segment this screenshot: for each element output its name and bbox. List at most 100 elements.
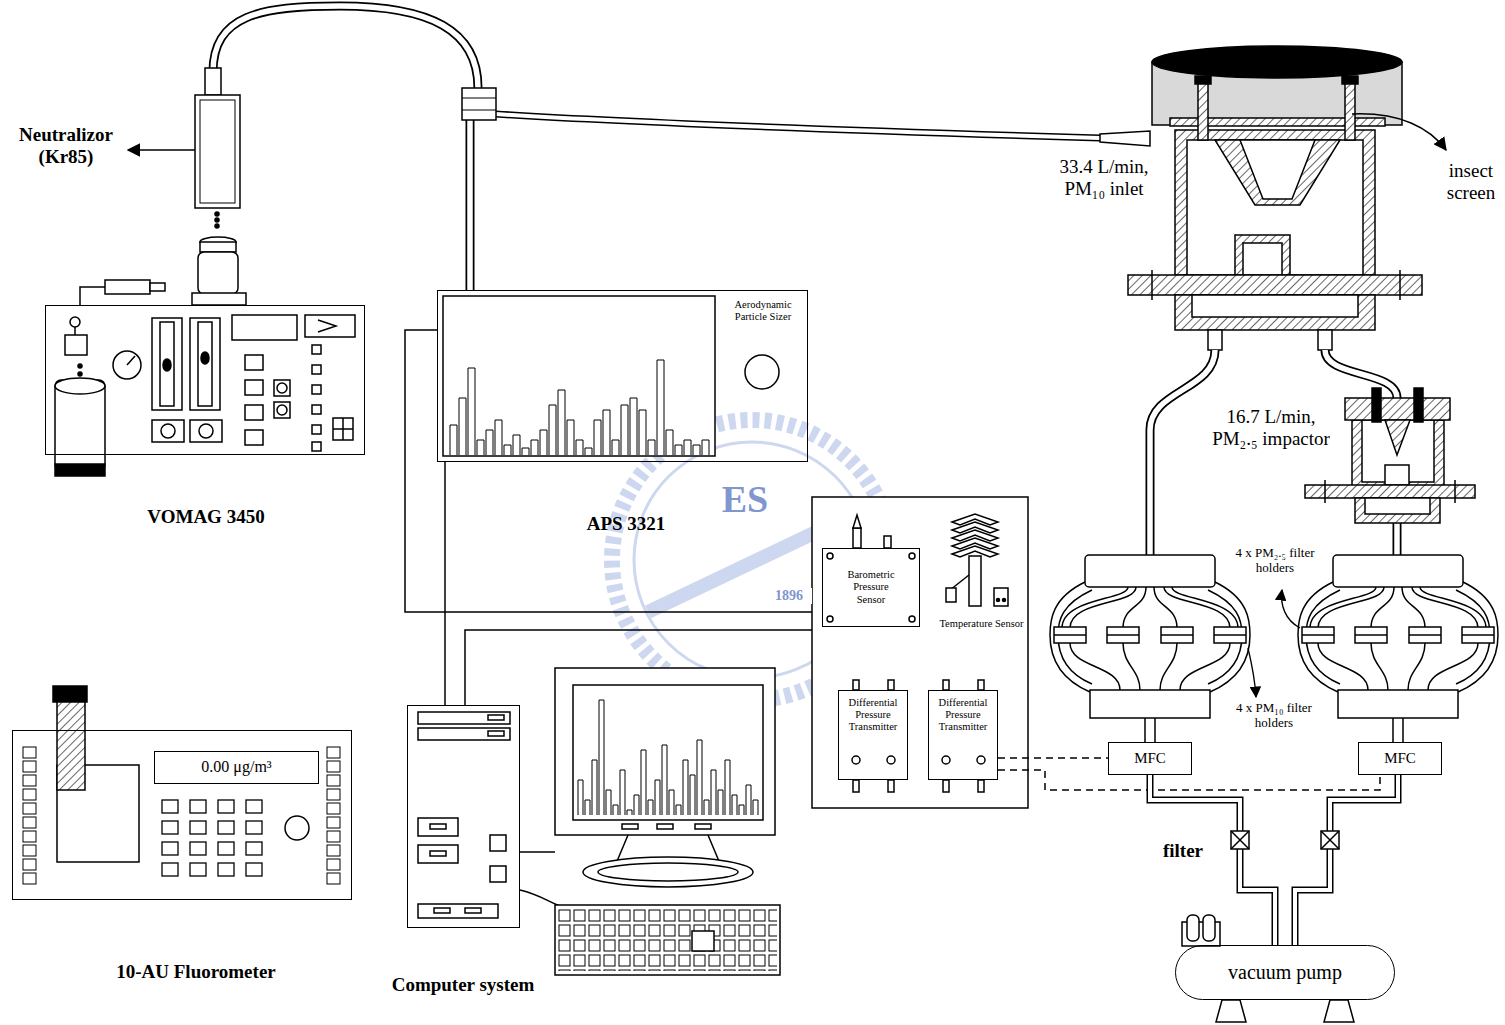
aerosol-generator bbox=[190, 420, 222, 442]
text-holder: Aerodynamic Particle Sizer bbox=[721, 299, 805, 323]
text-holder: ES bbox=[690, 478, 800, 522]
aerosol-generator bbox=[312, 442, 321, 451]
sensor-panel bbox=[997, 599, 1000, 602]
fluorometer-parts bbox=[57, 700, 85, 790]
neutralizer bbox=[215, 224, 219, 228]
sample-hose bbox=[462, 88, 496, 120]
aerosol-generator bbox=[274, 402, 290, 418]
sensor-panel bbox=[853, 780, 859, 792]
text-block: Barometric Pressure Sensor bbox=[842, 569, 901, 605]
sensor-panel bbox=[942, 756, 950, 764]
signal-wire bbox=[405, 330, 812, 612]
flow-note: 33.4 L/min, PM₁₀ inlet bbox=[1040, 156, 1168, 200]
computer-hardware bbox=[555, 905, 780, 975]
sensor-panel bbox=[1003, 599, 1006, 602]
text-holder: 4 x PM₂.₅ filter holders bbox=[1233, 546, 1317, 576]
leader-arrow bbox=[1282, 590, 1300, 628]
inline-filter bbox=[1231, 831, 1249, 849]
text-holder: Temperature Sensor bbox=[938, 618, 1025, 630]
sensor-panel bbox=[978, 780, 984, 792]
computer-hardware bbox=[583, 857, 753, 887]
pm10-inlet bbox=[1195, 76, 1211, 84]
signal-wire bbox=[520, 890, 560, 906]
particle-sizer-box: Aerodynamic Particle SizerAPS 3321 bbox=[437, 290, 808, 462]
text-holder: 10-AU Fluorometer bbox=[21, 961, 371, 983]
flow-note: 16.7 L/min, PM₂.₅ impactor bbox=[1205, 406, 1337, 450]
control-signal bbox=[998, 757, 1108, 759]
pm25-impactor bbox=[1355, 498, 1440, 523]
sample-hose bbox=[205, 68, 221, 95]
computer-hardware bbox=[555, 668, 775, 835]
text-holder: APS 3321 bbox=[556, 513, 696, 535]
computer-hardware bbox=[657, 824, 673, 829]
inline-filter bbox=[1231, 831, 1339, 849]
aerosol-generator bbox=[150, 283, 165, 291]
aerosol-generator bbox=[312, 345, 321, 354]
text-holder: 4 x PM₁₀ filter holders bbox=[1232, 701, 1316, 731]
aerosol-generator bbox=[74, 327, 76, 335]
pm25-impactor bbox=[1352, 420, 1444, 488]
computer-hardware bbox=[418, 712, 510, 724]
size-distribution-chart bbox=[745, 355, 779, 389]
pump-body bbox=[1216, 1000, 1246, 1022]
text-block: 0.00 μg/m³ bbox=[201, 758, 271, 776]
aerosol-generator bbox=[312, 365, 321, 374]
aerosol-generator bbox=[201, 352, 209, 364]
sensor-panel bbox=[884, 536, 891, 548]
sensor-panel bbox=[852, 756, 860, 764]
instrument-name: APS 3321 bbox=[556, 513, 696, 535]
sensor-panel bbox=[946, 588, 956, 602]
vacuum-pump: vacuum pump bbox=[1175, 945, 1395, 1000]
sampling-tube bbox=[1150, 350, 1215, 555]
transmitter-box: Differential Pressure Transmitter bbox=[838, 690, 908, 780]
pump-body bbox=[1324, 1000, 1354, 1022]
sampling-tube bbox=[1150, 350, 1215, 555]
computer-hardware bbox=[692, 931, 714, 951]
controller-label: MFC bbox=[1384, 750, 1416, 767]
vacuum-tube-bore bbox=[1150, 775, 1275, 945]
sample-hose bbox=[496, 114, 1100, 138]
pm25-impactor bbox=[1305, 388, 1475, 523]
text-holder: filter bbox=[1154, 840, 1212, 862]
aerosol-generator bbox=[200, 242, 236, 252]
display-screen: 0.00 μg/m³ bbox=[154, 751, 319, 784]
fluorometer-parts bbox=[53, 686, 87, 702]
sample-hose bbox=[1100, 131, 1150, 146]
sensor-panel bbox=[812, 497, 1028, 808]
sensor-panel bbox=[827, 553, 833, 559]
computer-hardware bbox=[558, 909, 777, 971]
sensor-panel bbox=[977, 756, 985, 764]
computer-hardware bbox=[418, 904, 498, 918]
sensor-panel bbox=[853, 515, 861, 528]
filter-manifold bbox=[1050, 555, 1498, 742]
pm10-inlet bbox=[1352, 114, 1446, 150]
pump-body bbox=[1203, 915, 1215, 941]
watermark: 1896 bbox=[766, 588, 812, 604]
aerosol-generator bbox=[190, 318, 220, 410]
sample-hose bbox=[467, 120, 473, 290]
pump-body bbox=[1187, 915, 1199, 941]
neutralizer bbox=[195, 95, 240, 208]
pm25-impactor bbox=[1365, 498, 1430, 514]
filter-manifold bbox=[1050, 555, 1250, 742]
aerosol-generator bbox=[312, 425, 321, 434]
aerosol-generator bbox=[105, 280, 150, 294]
aerosol-generator bbox=[78, 372, 82, 376]
sensor-panel bbox=[827, 616, 833, 622]
aerosol-generator bbox=[312, 405, 321, 414]
computer-hardware bbox=[573, 685, 763, 820]
aerosol-generator bbox=[80, 287, 105, 305]
aerosol-generator bbox=[277, 405, 287, 415]
aerosol-generator bbox=[305, 315, 355, 337]
filter-manifold bbox=[1298, 555, 1498, 742]
vacuum-tube bbox=[1150, 775, 1275, 945]
leader-arrow bbox=[1248, 590, 1300, 697]
controller-label: MFC bbox=[1134, 750, 1166, 767]
pm25-impactor bbox=[1305, 485, 1475, 498]
pm10-inlet bbox=[1192, 295, 1358, 317]
aerosol-generator bbox=[163, 359, 171, 371]
mass-flow-controller: MFC bbox=[1108, 742, 1192, 775]
sampling-tube bbox=[1394, 523, 1400, 555]
computer-hardware bbox=[465, 908, 481, 913]
panel-label: Aerodynamic Particle Sizer bbox=[721, 299, 805, 323]
